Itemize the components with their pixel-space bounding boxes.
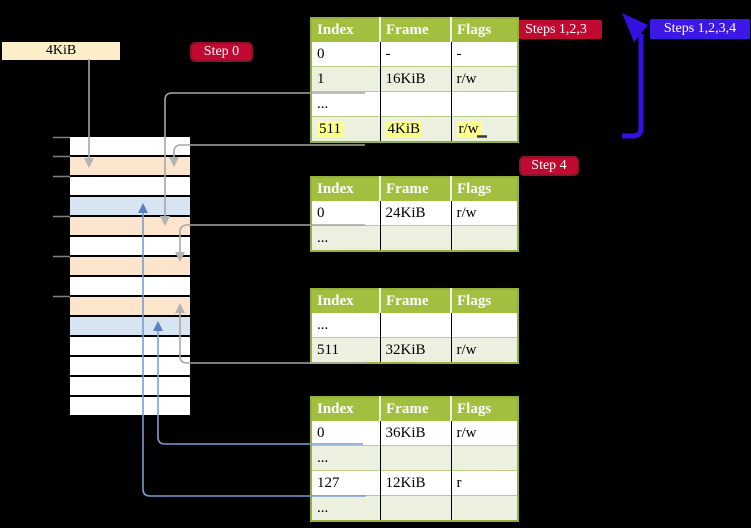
table-cell: r/w <box>450 66 518 92</box>
table-cell: r/w <box>450 201 518 226</box>
steps-1234-badge: Steps 1,2,3,4 <box>650 19 750 39</box>
table-cell <box>450 495 518 521</box>
memory-row-9 <box>70 317 190 335</box>
memory-row-6 <box>70 257 190 275</box>
column-header-index: Index <box>311 289 380 313</box>
memory-row-8 <box>70 297 190 315</box>
table-cell: r/w <box>450 337 518 363</box>
table-cell <box>379 495 451 521</box>
table-cell <box>379 225 451 251</box>
table-cell: ... <box>311 313 380 338</box>
memory-row-5 <box>70 237 190 255</box>
memory-row-10 <box>70 337 190 355</box>
table-cell <box>379 91 451 117</box>
table-cell: ... <box>311 91 380 117</box>
table-cell <box>450 313 518 338</box>
column-header-flags: Flags <box>450 18 518 42</box>
table-cell: - <box>450 42 518 67</box>
steps-123-badge: Steps 1,2,3 <box>510 20 602 39</box>
table-cell: 36KiB <box>379 421 451 446</box>
table-cell: 127 <box>311 470 380 496</box>
column-header-flags: Flags <box>450 289 518 313</box>
table-row: ... <box>311 91 518 117</box>
column-header-flags: Flags <box>450 397 518 421</box>
address-tick-marks <box>53 136 70 298</box>
highlighted-value: 511 <box>317 120 343 137</box>
table-cell <box>379 445 451 471</box>
table-row: ... <box>311 495 518 521</box>
column-header-frame: Frame <box>379 289 451 313</box>
memory-row-1 <box>70 157 190 175</box>
table-row: ... <box>311 445 518 471</box>
table-cell: ... <box>311 495 380 521</box>
table-row: 0-- <box>311 42 518 67</box>
table-row: ... <box>311 225 518 251</box>
t1-row511-line <box>173 144 365 158</box>
step-0-badge: Step 0 <box>190 42 253 62</box>
table-cell: 511 <box>311 337 380 363</box>
table-cell: 0 <box>311 201 380 226</box>
thick-blue-arrow-head <box>622 13 648 42</box>
memory-row-0 <box>70 137 190 155</box>
table-cell: 24KiB <box>379 201 451 226</box>
table-row: ... <box>311 313 518 338</box>
column-header-flags: Flags <box>450 177 518 201</box>
table-cell: r/w <box>450 116 518 142</box>
table-cell: 4KiB <box>379 116 451 142</box>
table-cell: ... <box>311 225 380 251</box>
highlighted-value: 4KiB <box>385 120 423 137</box>
table-cell: 511 <box>311 116 380 142</box>
column-header-index: Index <box>311 18 380 42</box>
table-cell: 1 <box>311 66 380 92</box>
memory-row-3 <box>70 197 190 215</box>
memory-row-7 <box>70 277 190 295</box>
column-header-frame: Frame <box>379 18 451 42</box>
table-cell <box>379 313 451 338</box>
memory-row-2 <box>70 177 190 195</box>
memory-row-12 <box>70 377 190 395</box>
frame-4kib-label: 4KiB <box>2 42 120 60</box>
table-cell <box>450 445 518 471</box>
column-header-frame: Frame <box>379 397 451 421</box>
column-header-frame: Frame <box>379 177 451 201</box>
column-header-index: Index <box>311 397 380 421</box>
table-cell: ... <box>311 445 380 471</box>
table-cell: 32KiB <box>379 337 451 363</box>
table-cell: r/w <box>450 421 518 446</box>
highlighted-value: r/w <box>456 120 481 137</box>
memory-row-13 <box>70 397 190 415</box>
table-cell: 0 <box>311 42 380 67</box>
thick-blue-arrow-shaft <box>622 34 644 139</box>
table-cell: 16KiB <box>379 66 451 92</box>
table-row: 511 4KiB r/w <box>311 116 518 142</box>
memory-stack <box>70 137 190 415</box>
table-cell <box>450 91 518 117</box>
column-header-index: Index <box>311 177 380 201</box>
table-cell: 12KiB <box>379 470 451 496</box>
step-4-badge: Step 4 <box>519 156 579 176</box>
table-cell <box>450 225 518 251</box>
table-cell: 0 <box>311 421 380 446</box>
memory-row-11 <box>70 357 190 375</box>
table-cell: r <box>450 470 518 496</box>
memory-row-4 <box>70 217 190 235</box>
table-cell: - <box>379 42 451 67</box>
